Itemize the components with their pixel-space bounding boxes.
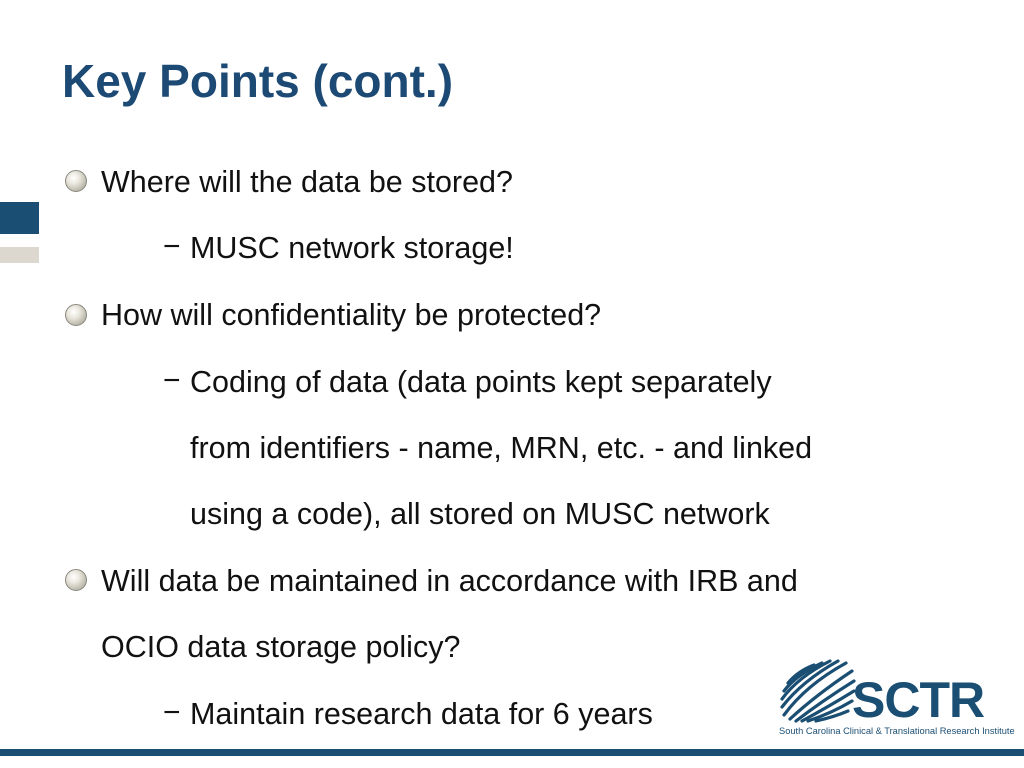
sub-bullet-text: Coding of data (data points kept separat… [190, 365, 772, 399]
logo-tagline: South Carolina Clinical & Translational … [779, 726, 1015, 736]
sub-bullet-dash: − [163, 364, 181, 397]
sctr-logo-icon [780, 659, 856, 723]
round-bullet-icon [65, 304, 87, 326]
bullet-text: OCIO data storage policy? [101, 630, 461, 664]
sub-bullet-text: using a code), all stored on MUSC networ… [190, 497, 770, 531]
bullet-text: How will confidentiality be protected? [101, 298, 602, 332]
accent-bar-light [0, 247, 39, 263]
sub-bullet-dash: − [163, 230, 181, 263]
sub-bullet-text: Maintain research data for 6 years [190, 697, 653, 731]
slide-title: Key Points (cont.) [62, 55, 454, 107]
round-bullet-icon [65, 170, 87, 192]
accent-bar-dark [0, 202, 39, 234]
logo-wordmark: SCTR [852, 672, 985, 728]
round-bullet-icon [65, 569, 87, 591]
sub-bullet-text: from identifiers - name, MRN, etc. - and… [190, 431, 813, 465]
sub-bullet-dash: − [163, 696, 181, 729]
sub-bullet-text: MUSC network storage! [190, 231, 514, 265]
bullet-text: Where will the data be stored? [101, 165, 513, 199]
bullet-text: Will data be maintained in accordance wi… [101, 564, 798, 598]
bottom-bar [0, 749, 1024, 756]
